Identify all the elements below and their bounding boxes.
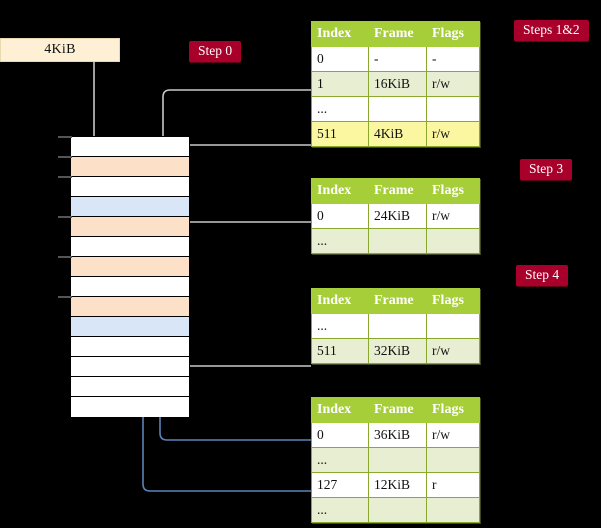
cell-index: 511 bbox=[311, 338, 369, 364]
table-row[interactable]: ... bbox=[311, 447, 480, 473]
column-header-flags: Flags bbox=[426, 178, 480, 204]
memory-row-tick bbox=[58, 136, 72, 138]
cell-frame: 16KiB bbox=[368, 71, 427, 97]
cell-flags: r/w bbox=[426, 338, 480, 364]
badge-step-0: Step 0 bbox=[189, 41, 242, 62]
cell-frame bbox=[368, 96, 427, 122]
source-frame-label: 4KiB bbox=[44, 42, 76, 57]
cell-frame bbox=[368, 497, 427, 523]
cell-flags: - bbox=[426, 46, 480, 72]
memory-frame-row bbox=[71, 177, 189, 197]
column-header-index: Index bbox=[311, 21, 369, 47]
cell-index: ... bbox=[311, 447, 369, 473]
cell-flags: r/w bbox=[426, 121, 480, 147]
memory-row-tick bbox=[58, 216, 72, 218]
memory-frame-row bbox=[71, 377, 189, 397]
wire-table1-row511-to-memory bbox=[168, 144, 311, 153]
cell-flags: r/w bbox=[426, 203, 480, 229]
cell-index: ... bbox=[311, 313, 369, 339]
table-row[interactable]: ... bbox=[311, 96, 480, 122]
badge-step-3: Step 3 bbox=[520, 159, 573, 180]
cell-flags bbox=[426, 228, 480, 254]
wire-table3-row511-to-memory bbox=[168, 298, 311, 367]
table-row[interactable]: ... bbox=[311, 497, 480, 523]
badge-step-4: Step 4 bbox=[516, 265, 569, 286]
memory-frame-row bbox=[71, 137, 189, 157]
memory-row-tick bbox=[58, 156, 72, 158]
memory-frame-row bbox=[71, 297, 189, 317]
cell-flags bbox=[426, 497, 480, 523]
column-header-index: Index bbox=[311, 288, 369, 314]
cell-frame: 24KiB bbox=[368, 203, 427, 229]
memory-frame-row bbox=[71, 317, 189, 337]
column-header-flags: Flags bbox=[426, 21, 480, 47]
column-header-index: Index bbox=[311, 397, 369, 423]
cell-index: 1 bbox=[311, 71, 369, 97]
source-frame-box: 4KiB bbox=[0, 38, 120, 62]
cell-index: 0 bbox=[311, 46, 369, 72]
cell-frame: 12KiB bbox=[368, 472, 427, 498]
cell-frame bbox=[368, 313, 427, 339]
column-header-frame: Frame bbox=[368, 397, 427, 423]
memory-frame-row bbox=[71, 257, 189, 277]
cell-index: ... bbox=[311, 228, 369, 254]
table-row[interactable]: ... bbox=[311, 228, 480, 254]
cell-frame bbox=[368, 447, 427, 473]
memory-row-tick bbox=[58, 176, 72, 178]
column-header-frame: Frame bbox=[368, 178, 427, 204]
table-row[interactable]: ... bbox=[311, 313, 480, 339]
cell-flags bbox=[426, 96, 480, 122]
memory-frame-row bbox=[71, 157, 189, 177]
physical-memory-column bbox=[70, 136, 190, 417]
column-header-index: Index bbox=[311, 178, 369, 204]
memory-frame-row bbox=[71, 217, 189, 237]
table-row[interactable]: 0-- bbox=[311, 46, 480, 72]
column-header-frame: Frame bbox=[368, 21, 427, 47]
column-header-frame: Frame bbox=[368, 288, 427, 314]
cell-frame: 4KiB bbox=[368, 121, 427, 147]
memory-row-tick bbox=[58, 296, 72, 298]
memory-frame-row bbox=[71, 237, 189, 257]
cell-flags bbox=[426, 447, 480, 473]
cell-flags: r bbox=[426, 472, 480, 498]
cell-flags: r/w bbox=[426, 422, 480, 448]
cell-index: 511 bbox=[311, 121, 369, 147]
memory-row-tick bbox=[58, 256, 72, 258]
cell-frame bbox=[368, 228, 427, 254]
cell-frame: 36KiB bbox=[368, 422, 427, 448]
column-header-flags: Flags bbox=[426, 397, 480, 423]
memory-frame-row bbox=[71, 357, 189, 377]
memory-frame-row bbox=[71, 277, 189, 297]
memory-frame-row bbox=[71, 337, 189, 357]
wire-table2-row0-to-memory bbox=[174, 221, 311, 268]
cell-index: ... bbox=[311, 96, 369, 122]
memory-frame-row bbox=[71, 197, 189, 217]
memory-frame-row bbox=[71, 397, 189, 417]
cell-index: ... bbox=[311, 497, 369, 523]
cell-flags: r/w bbox=[426, 71, 480, 97]
cell-index: 127 bbox=[311, 472, 369, 498]
cell-frame: - bbox=[368, 46, 427, 72]
cell-index: 0 bbox=[311, 422, 369, 448]
cell-index: 0 bbox=[311, 203, 369, 229]
cell-flags bbox=[426, 313, 480, 339]
cell-frame: 32KiB bbox=[368, 338, 427, 364]
badge-steps-1-2: Steps 1&2 bbox=[514, 20, 589, 41]
column-header-flags: Flags bbox=[426, 288, 480, 314]
